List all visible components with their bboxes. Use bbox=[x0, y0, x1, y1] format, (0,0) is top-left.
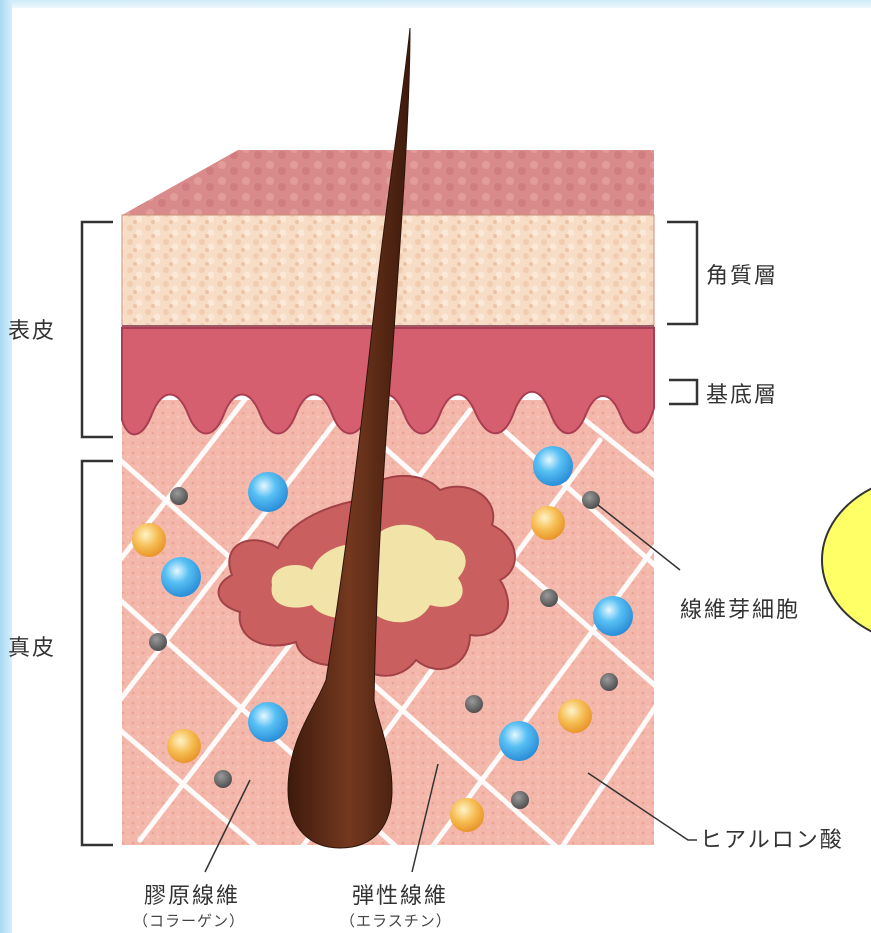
label-elastic-fiber: 弾性線維 bbox=[352, 878, 448, 910]
yellow-particle-dot bbox=[531, 506, 565, 540]
yellow-callout-bubble bbox=[822, 475, 871, 645]
label-dermis: 真皮 bbox=[8, 630, 56, 662]
stratum-corneum-bracket bbox=[667, 222, 697, 324]
fibroblast-dot bbox=[600, 673, 618, 691]
fibroblast-dot bbox=[540, 589, 558, 607]
label-collagen-fiber: 膠原線維 bbox=[144, 878, 240, 910]
fibroblast-dot bbox=[170, 487, 188, 505]
fibroblast-dot bbox=[214, 770, 232, 788]
basal-layer-bracket bbox=[669, 380, 697, 404]
label-basal-layer: 基底層 bbox=[706, 377, 778, 409]
fibroblast-dot bbox=[511, 791, 529, 809]
label-elastin-reading: （エラスチン） bbox=[340, 910, 452, 931]
hyaluronic-acid-dot bbox=[499, 721, 539, 761]
fibroblast-dot bbox=[582, 491, 600, 509]
hyaluronic-acid-dot bbox=[593, 596, 633, 636]
dermis-bracket bbox=[82, 461, 113, 845]
hyaluronic-acid-dot bbox=[248, 472, 288, 512]
fibroblast-dot bbox=[465, 695, 483, 713]
hyaluronic-acid-dot bbox=[161, 557, 201, 597]
label-fibroblast: 線維芽細胞 bbox=[680, 592, 800, 624]
yellow-particle-dot bbox=[132, 523, 166, 557]
hyaluronic-acid-dot bbox=[248, 702, 288, 742]
yellow-particle-dot bbox=[450, 798, 484, 832]
fibroblast-dot bbox=[149, 633, 167, 651]
label-epidermis: 表皮 bbox=[8, 313, 56, 345]
epidermis-bracket bbox=[82, 222, 113, 437]
label-stratum-corneum: 角質層 bbox=[706, 258, 778, 290]
label-hyaluronic-acid: ヒアルロン酸 bbox=[700, 822, 844, 854]
yellow-particle-dot bbox=[558, 699, 592, 733]
label-collagen-reading: （コラーゲン） bbox=[133, 910, 245, 931]
yellow-particle-dot bbox=[167, 729, 201, 763]
hyaluronic-acid-dot bbox=[533, 446, 573, 486]
